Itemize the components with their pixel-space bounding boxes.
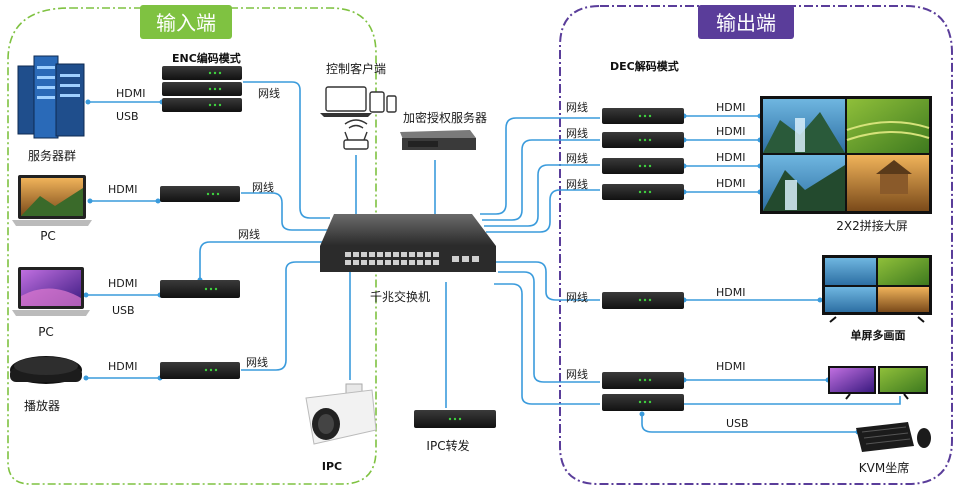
- pc2-net-label: 网线: [238, 227, 260, 241]
- wall-link-hdmi-2: HDMI: [716, 125, 745, 138]
- pc2-label: PC: [38, 325, 54, 339]
- server-net-label: 网线: [258, 86, 280, 100]
- keyboard-icon: [856, 422, 914, 452]
- kvm-net-label: 网线: [566, 367, 588, 381]
- enc-mode-label: ENC编码模式: [172, 51, 241, 65]
- wall-link-hdmi-1: HDMI: [716, 101, 745, 114]
- pc1-net-label: 网线: [252, 180, 274, 194]
- ipc-forward-label: IPC转发: [426, 438, 469, 453]
- auth-server-icon: [400, 130, 476, 150]
- kvm-label: KVM坐席: [859, 460, 909, 475]
- enc-encoder-stack: [162, 66, 242, 112]
- input-zone-title: 输入端: [156, 11, 216, 35]
- ipc-forward-device: [414, 410, 496, 428]
- server-link-hdmi: HDMI: [116, 87, 145, 100]
- kvm-link-hdmi: HDMI: [716, 360, 745, 373]
- pc2-link-hdmi: HDMI: [108, 277, 137, 290]
- wires: [83, 81, 901, 435]
- dec-decoder-3: [602, 158, 684, 174]
- output-zone-title: 输出端: [716, 11, 776, 35]
- wall-net-label-1: 网线: [566, 100, 588, 114]
- gigabit-switch-icon: [320, 214, 496, 272]
- pc2-encoder: [160, 280, 240, 298]
- input-zone-badge: 输入端: [140, 5, 232, 39]
- single-screen-tv: [822, 255, 932, 323]
- single-net-label: 网线: [566, 290, 588, 304]
- server-rack-icon: [17, 55, 85, 139]
- dec-decoder-kvm-2: [602, 394, 684, 411]
- dec-decoder-kvm-1: [602, 372, 684, 389]
- dec-decoder-2: [602, 132, 684, 148]
- wall-net-label-3: 网线: [566, 151, 588, 165]
- player-net-label: 网线: [246, 355, 268, 369]
- control-client-icon: [320, 86, 397, 117]
- video-wall-2x2: [760, 96, 932, 214]
- wall-link-hdmi-3: HDMI: [716, 151, 745, 164]
- video-wall-label: 2X2拼接大屏: [836, 218, 908, 233]
- player-encoder: [160, 362, 240, 379]
- player-link-hdmi: HDMI: [108, 360, 137, 373]
- dec-decoder-single: [602, 292, 684, 309]
- input-zone-border: [7, 7, 377, 485]
- control-client-label: 控制客户端: [326, 61, 386, 76]
- dec-decoder-1: [602, 108, 684, 124]
- single-screen-label: 单屏多画面: [851, 328, 906, 342]
- switch-label: 千兆交换机: [370, 289, 430, 304]
- output-zone-border: [559, 5, 953, 485]
- auth-server-label: 加密授权服务器: [403, 110, 487, 125]
- laptop-icon: [12, 267, 90, 316]
- ipc-label: IPC: [322, 460, 342, 473]
- media-player-icon: [10, 356, 82, 384]
- wifi-router-icon: [343, 119, 369, 150]
- laptop-icon: [12, 175, 92, 226]
- wall-net-label-4: 网线: [566, 177, 588, 191]
- wall-link-hdmi-4: HDMI: [716, 177, 745, 190]
- kvm-link-usb: USB: [726, 417, 749, 430]
- mouse-icon: [917, 428, 931, 448]
- server-link-usb: USB: [116, 110, 139, 123]
- output-zone-badge: 输出端: [698, 5, 794, 39]
- player-label: 播放器: [24, 398, 60, 413]
- kvm-monitors: [828, 366, 928, 400]
- pc1-link-hdmi: HDMI: [108, 183, 137, 196]
- pc1-label: PC: [40, 229, 56, 243]
- dec-decoder-4: [602, 184, 684, 200]
- dec-mode-label: DEC解码模式: [610, 59, 679, 73]
- single-link-hdmi: HDMI: [716, 286, 745, 299]
- wall-net-label-2: 网线: [566, 126, 588, 140]
- pc2-link-usb: USB: [112, 304, 135, 317]
- server-label: 服务器群: [28, 148, 76, 163]
- ipc-camera-icon: [305, 383, 377, 445]
- pc1-encoder: [160, 186, 240, 202]
